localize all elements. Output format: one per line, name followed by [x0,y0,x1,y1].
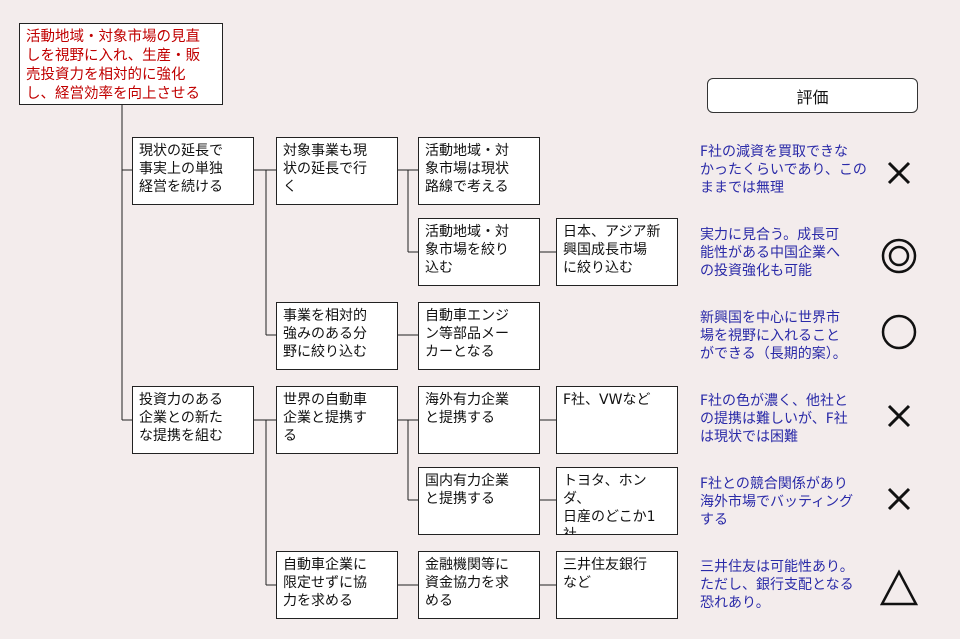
example-japanese-makers: トヨタ、ホンダ、 日産のどこか1 社 [556,467,678,535]
evaluation-text: F社との競合関係があり 海外市場でバッティング する [700,476,854,528]
cross-mark-icon [887,404,911,428]
circle-mark-icon [881,314,917,350]
option-current-markets: 活動地域・対 象市場は現状 路線で考える [418,137,540,205]
evaluation-text: 新興国を中心に世界市 場を視野に入れること ができる（長期的案）。 [700,310,847,362]
option-non-auto-partners: 自動車企業に 限定せずに協 力を求める [276,551,398,619]
example-smbc: 三井住友銀行 など [556,551,678,619]
evaluation-text: 三井住友は可能性あり。 ただし、銀行支配となる 恐れあり。 [700,559,854,611]
evaluation-text: F社の色が濃く、他社と の提携は難しいが、F社 は現状では困難 [700,393,849,445]
option-parts-maker: 自動車エンジ ン等部品メー カーとなる [418,302,540,370]
cross-mark-icon [887,161,911,185]
option-domestic-partner: 国内有力企業 と提携する [418,467,540,535]
option-financial-institutions: 金融機関等に 資金協力を求 める [418,551,540,619]
option-keep-business: 対象事業も現 状の延長で行 く [276,137,398,205]
option-overseas-partner: 海外有力企業 と提携する [418,386,540,454]
evaluation-text: F社の減資を買取できな かったくらいであり、この ままでは無理 [700,144,867,196]
option-new-alliance: 投資力のある 企業との新た な提携を組む [132,386,254,454]
option-narrow-markets: 活動地域・対 象市場を絞り 込む [418,218,540,286]
evaluation-text: 実力に見合う。成長可 能性がある中国企業へ の投資強化も可能 [700,227,840,279]
double-circle-mark-icon [881,238,917,274]
example-asia-markets: 日本、アジア新 興国成長市場 に絞り込む [556,218,678,286]
option-focus-strengths: 事業を相対的 強みのある分 野に絞り込む [276,302,398,370]
cross-mark-icon [887,487,911,511]
evaluation-header: 評価 [707,78,918,113]
option-global-automaker: 世界の自動車 企業と提携す る [276,386,398,454]
root-goal-box: 活動地域・対象市場の見直 しを視野に入れ、生産・販 売投資力を相対的に強化 し、… [19,23,223,105]
triangle-mark-icon [879,569,919,606]
option-continue-solo: 現状の延長で 事実上の単独 経営を続ける [132,137,254,205]
example-f-vw: F社、VWなど [556,386,678,454]
